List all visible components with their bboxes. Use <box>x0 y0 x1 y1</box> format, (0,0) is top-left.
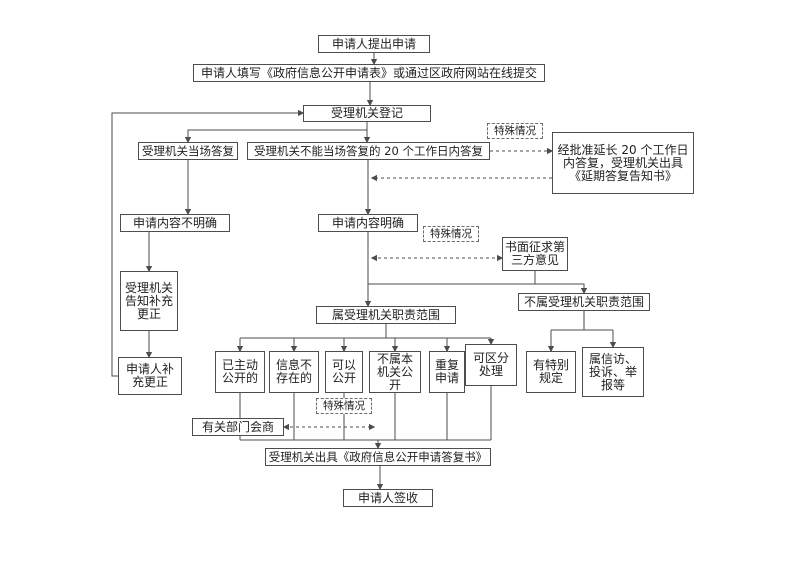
node-issue-reply-document: 受理机关出具《政府信息公开申请答复书》 <box>265 448 491 466</box>
node-already-disclosed: 已主动公开的 <box>215 351 265 393</box>
node-content-unclear: 申请内容不明确 <box>120 214 230 232</box>
node-department-consultation: 有关部门会商 <box>192 418 284 436</box>
node-not-this-authority: 不属本机关公开 <box>369 351 421 393</box>
node-info-not-exist: 信息不存在的 <box>269 351 319 393</box>
node-repeat-application: 重复申请 <box>429 351 465 393</box>
node-applicant-supplement-correct: 申请人补充更正 <box>118 357 182 395</box>
node-content-clear: 申请内容明确 <box>318 214 418 232</box>
node-outside-scope: 不属受理机关职责范围 <box>518 293 650 311</box>
node-extension-notice: 经批准延长 20 个工作日内答复，受理机关出具《延期答复告知书》 <box>552 132 694 194</box>
node-reply-within-20-days: 受理机关不能当场答复的 20 个工作日内答复 <box>247 142 490 160</box>
node-authority-registration: 受理机关登记 <box>303 105 431 122</box>
label-special-case-3: 特殊情况 <box>316 398 372 414</box>
node-applicant-sign-receipt: 申请人签收 <box>343 489 433 507</box>
node-can-disclose: 可以公开 <box>325 351 363 393</box>
node-fill-application-form: 申请人填写《政府信息公开申请表》或通过区政府网站在线提交 <box>193 64 545 82</box>
node-within-scope: 属受理机关职责范围 <box>316 306 456 324</box>
label-special-case-1: 特殊情况 <box>487 123 543 139</box>
node-submit-application: 申请人提出申请 <box>318 35 430 53</box>
node-petition-complaint-report: 属信访、投诉、举报等 <box>582 347 644 397</box>
label-special-case-2: 特殊情况 <box>423 226 479 242</box>
node-onspot-reply: 受理机关当场答复 <box>138 142 238 160</box>
node-special-provisions: 有特别规定 <box>526 351 576 393</box>
node-notify-supplement-correct: 受理机关告知补充更正 <box>120 271 178 331</box>
node-separable-handling: 可区分处理 <box>465 344 517 386</box>
node-third-party-opinion: 书面征求第三方意见 <box>502 237 568 271</box>
